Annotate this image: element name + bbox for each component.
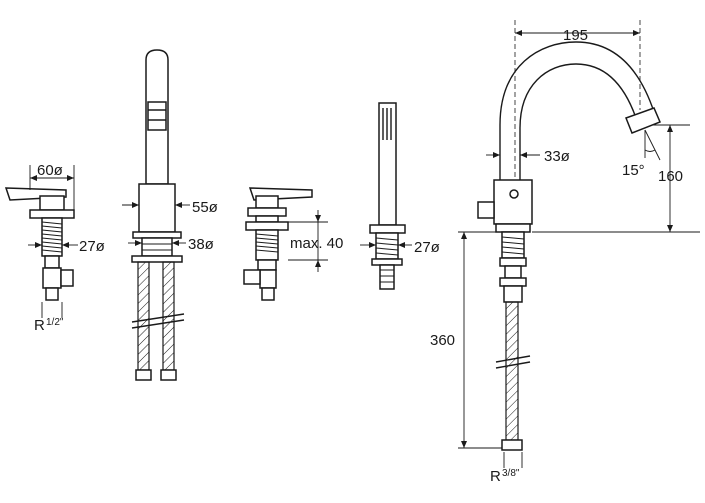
dim-tap-width: 195 (563, 27, 588, 44)
dim-left-valve-conn-frac: 1/2" (46, 317, 64, 328)
tap-with-spout (458, 20, 700, 468)
dim-tap-spout: 33ø (544, 148, 570, 165)
dim-left-valve-width: 60ø (37, 162, 63, 179)
dim-tap-conn-frac: 3/8" (502, 468, 520, 479)
dim-left-valve-conn: R (34, 317, 45, 334)
hand-shower (360, 102, 412, 290)
dim-max-depth: max. 40 (290, 235, 343, 252)
tall-spout (122, 49, 190, 381)
dim-tap-conn: R (490, 468, 501, 485)
dim-tap-angle: 15° (622, 162, 645, 179)
dim-shower-thread: 27ø (414, 239, 440, 256)
dim-spout-base: 38ø (188, 236, 214, 253)
middle-valve (243, 187, 328, 301)
left-valve (4, 165, 78, 318)
dim-tap-height: 160 (658, 168, 683, 185)
dim-left-valve-thread: 27ø (79, 238, 105, 255)
dim-tap-hose: 360 (430, 332, 455, 349)
dim-spout-body: 55ø (192, 199, 218, 216)
